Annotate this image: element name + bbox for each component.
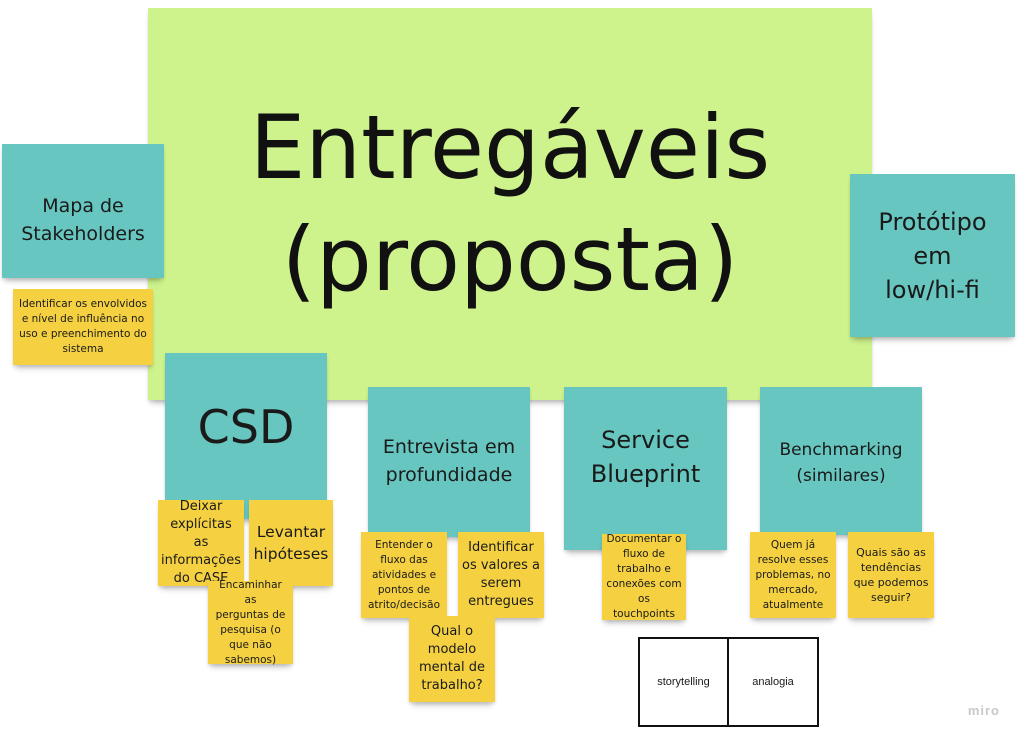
blueprint-desc-note[interactable]: Documentar o fluxo de trabalho e conexõe… [602,533,686,620]
csd-perguntas-note[interactable]: Encaminhar as perguntas de pesquisa (o q… [208,579,293,666]
board-title: Entregáveis (proposta) [249,96,771,311]
stakeholders-desc-text: Identificar os envolvidos e nível de inf… [19,298,147,355]
csd-explicitas-text: Deixar explícitas as informações do CASE [161,499,241,586]
csd-sticky-note[interactable]: CSD [165,353,327,519]
service-blueprint-label: Service Blueprint [590,426,701,488]
bench-tendencias-note[interactable]: Quais são as tendências que podemos segu… [848,532,934,618]
analogia-label: analogia [752,676,794,688]
analogia-box[interactable]: analogia [727,637,819,727]
entrevista-valores-text: Identificar os valores a serem entregues [462,540,541,609]
service-blueprint-sticky-note[interactable]: Service Blueprint [564,387,727,550]
title-sticky-note[interactable]: Entregáveis (proposta) [148,8,872,400]
entrevista-fluxo-text: Entender o fluxo das atividades e pontos… [367,538,440,611]
csd-hipoteses-text: Levantar hipóteses [253,523,329,563]
entrevista-modelo-text: Qual o modelo mental de trabalho? [419,624,485,693]
benchmarking-sticky-note[interactable]: Benchmarking (similares) [760,387,922,535]
entrevista-fluxo-note[interactable]: Entender o fluxo das atividades e pontos… [361,532,447,618]
csd-perguntas-text: Encaminhar as perguntas de pesquisa (o q… [215,578,286,666]
blueprint-desc-text: Documentar o fluxo de trabalho e conexõe… [606,533,682,620]
prototipo-label: Protótipo em low/hi-fi [878,207,987,304]
stakeholders-label: Mapa de Stakeholders [21,195,145,245]
csd-hipoteses-note[interactable]: Levantar hipóteses [249,500,333,586]
entrevista-valores-note[interactable]: Identificar os valores a serem entregues [458,532,544,618]
bench-quem-note[interactable]: Quem já resolve esses problemas, no merc… [750,532,836,618]
bench-tendencias-text: Quais são as tendências que podemos segu… [853,546,929,604]
csd-explicitas-note[interactable]: Deixar explícitas as informações do CASE [158,499,244,586]
entrevista-sticky-note[interactable]: Entrevista em profundidade [368,387,530,537]
benchmarking-label: Benchmarking (similares) [779,440,903,486]
prototipo-sticky-note[interactable]: Protótipo em low/hi-fi [850,174,1015,337]
entrevista-label: Entrevista em profundidade [382,436,516,486]
stakeholders-desc-note[interactable]: Identificar os envolvidos e nível de inf… [13,289,153,365]
miro-watermark: miro [967,703,1000,718]
bench-quem-text: Quem já resolve esses problemas, no merc… [755,538,831,611]
csd-label: CSD [197,400,295,454]
stakeholders-sticky-note[interactable]: Mapa de Stakeholders [2,144,164,278]
storytelling-box[interactable]: storytelling [638,637,729,727]
entrevista-modelo-note[interactable]: Qual o modelo mental de trabalho? [409,616,495,702]
storytelling-label: storytelling [657,676,710,688]
